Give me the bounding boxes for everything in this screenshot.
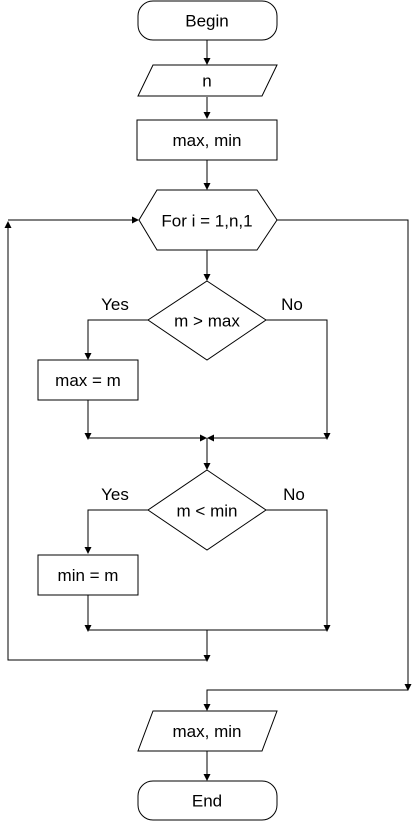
arrowhead	[203, 463, 211, 470]
edge-min-no	[266, 509, 328, 625]
edge-max-yes	[87, 319, 148, 354]
cond-max-yes-label: Yes	[101, 295, 129, 314]
input-n-label: n	[202, 72, 211, 91]
arrowhead	[203, 274, 211, 281]
arrowhead	[404, 684, 412, 691]
cond-min-no-label: No	[283, 485, 305, 504]
init-label: max, min	[173, 131, 242, 150]
arrowhead	[84, 625, 92, 632]
input-n-parallelogram	[137, 64, 278, 97]
cond-min-yes-label: Yes	[101, 485, 129, 504]
arrowheads	[4, 58, 412, 781]
arrowhead	[4, 221, 12, 228]
edge-loopback	[7, 227, 207, 661]
arrowhead	[203, 58, 211, 65]
assign-max-node: max = m	[37, 359, 139, 401]
begin-label: Begin	[185, 12, 228, 31]
cond-max-label: m > max	[174, 312, 240, 331]
cond-min-node: m < min Yes No	[101, 469, 305, 551]
cond-min-diamond	[147, 469, 267, 551]
connectors	[7, 40, 409, 774]
arrowhead	[323, 433, 331, 440]
input-n-node: n	[137, 64, 278, 97]
output-node: max, min	[137, 710, 278, 752]
cond-max-no-label: No	[281, 295, 303, 314]
cond-max-diamond	[147, 280, 267, 361]
arrowhead	[203, 704, 211, 711]
edge-min-yes	[87, 509, 148, 548]
output-label: max, min	[173, 722, 242, 741]
edge-exit-join	[206, 689, 408, 704]
loop-node: For i = 1,n,1	[138, 189, 278, 251]
arrowhead	[203, 112, 211, 119]
begin-node: Begin	[137, 0, 278, 41]
assign-max-label: max = m	[55, 371, 121, 390]
loop-hexagon	[138, 189, 278, 251]
arrowhead	[203, 774, 211, 781]
arrowhead	[203, 655, 211, 662]
end-terminator	[137, 780, 278, 821]
output-parallelogram	[137, 710, 278, 752]
arrowhead	[132, 216, 139, 224]
arrowhead	[84, 353, 92, 360]
arrowhead	[200, 434, 207, 442]
loop-label: For i = 1,n,1	[161, 212, 252, 231]
end-node: End	[137, 780, 278, 821]
init-node: max, min	[136, 119, 278, 161]
edge-max-no	[266, 319, 328, 433]
init-process	[136, 119, 278, 161]
arrowhead	[207, 434, 214, 442]
arrowhead	[203, 183, 211, 190]
assign-min-label: min = m	[58, 566, 119, 585]
cond-min-label: m < min	[177, 502, 238, 521]
cond-max-node: m > max Yes No	[101, 280, 303, 361]
end-label: End	[192, 792, 222, 811]
assign-min-process	[37, 554, 139, 596]
arrowhead	[84, 433, 92, 440]
begin-terminator	[137, 0, 278, 41]
assign-max-process	[37, 359, 139, 401]
arrowhead	[84, 547, 92, 554]
assign-min-node: min = m	[37, 554, 139, 596]
arrowhead	[323, 625, 331, 632]
edge-loop-exit	[277, 219, 409, 684]
